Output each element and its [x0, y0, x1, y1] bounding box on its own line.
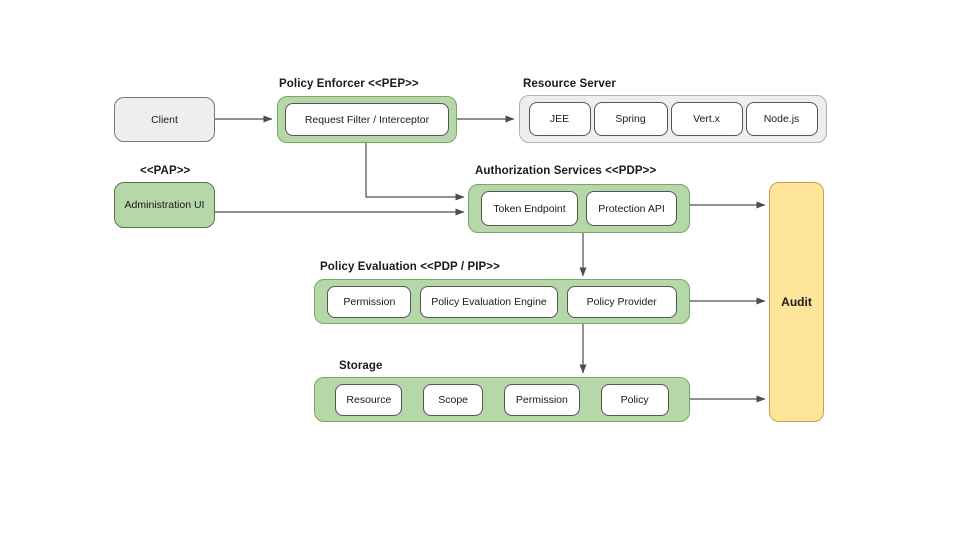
group-label-pap: <<PAP>> [140, 165, 191, 177]
group-label-authorization-services: Authorization Services <<PDP>> [475, 165, 657, 177]
node-policy-provider[interactable]: Policy Provider [566, 285, 677, 318]
policy-enforcer-container: Request Filter / Interceptor [277, 96, 457, 143]
authorization-services-container: Token Endpoint Protection API [468, 184, 690, 233]
policy-evaluation-container: Permission Policy Evaluation Engine Poli… [314, 279, 690, 324]
node-vertx[interactable]: Vert.x [670, 102, 743, 136]
administration-ui-box[interactable]: Administration UI [114, 182, 215, 228]
node-resource[interactable]: Resource [335, 383, 403, 416]
node-jee[interactable]: JEE [528, 102, 591, 136]
node-scope[interactable]: Scope [423, 383, 484, 416]
node-policy-evaluation-engine[interactable]: Policy Evaluation Engine [419, 285, 558, 318]
group-label-storage: Storage [339, 360, 383, 372]
node-nodejs[interactable]: Node.js [745, 102, 818, 136]
node-policy[interactable]: Policy [600, 383, 669, 416]
resource-server-container: JEE Spring Vert.x Node.js [519, 95, 827, 143]
node-permission-storage[interactable]: Permission [503, 383, 580, 416]
client-box[interactable]: Client [114, 97, 215, 142]
node-permission-evaluation[interactable]: Permission [327, 285, 412, 318]
group-label-resource-server: Resource Server [523, 78, 616, 90]
node-protection-api[interactable]: Protection API [586, 191, 677, 226]
node-request-filter-interceptor[interactable]: Request Filter / Interceptor [285, 103, 449, 136]
group-label-policy-evaluation: Policy Evaluation <<PDP / PIP>> [320, 261, 500, 273]
audit-box[interactable]: Audit [769, 182, 824, 422]
storage-container: Resource Scope Permission Policy [314, 377, 690, 422]
group-label-policy-enforcer: Policy Enforcer <<PEP>> [279, 78, 419, 90]
node-token-endpoint[interactable]: Token Endpoint [481, 191, 578, 226]
node-spring[interactable]: Spring [593, 102, 668, 136]
arrow-policy-enforcer-to-authorization-services [365, 143, 465, 201]
